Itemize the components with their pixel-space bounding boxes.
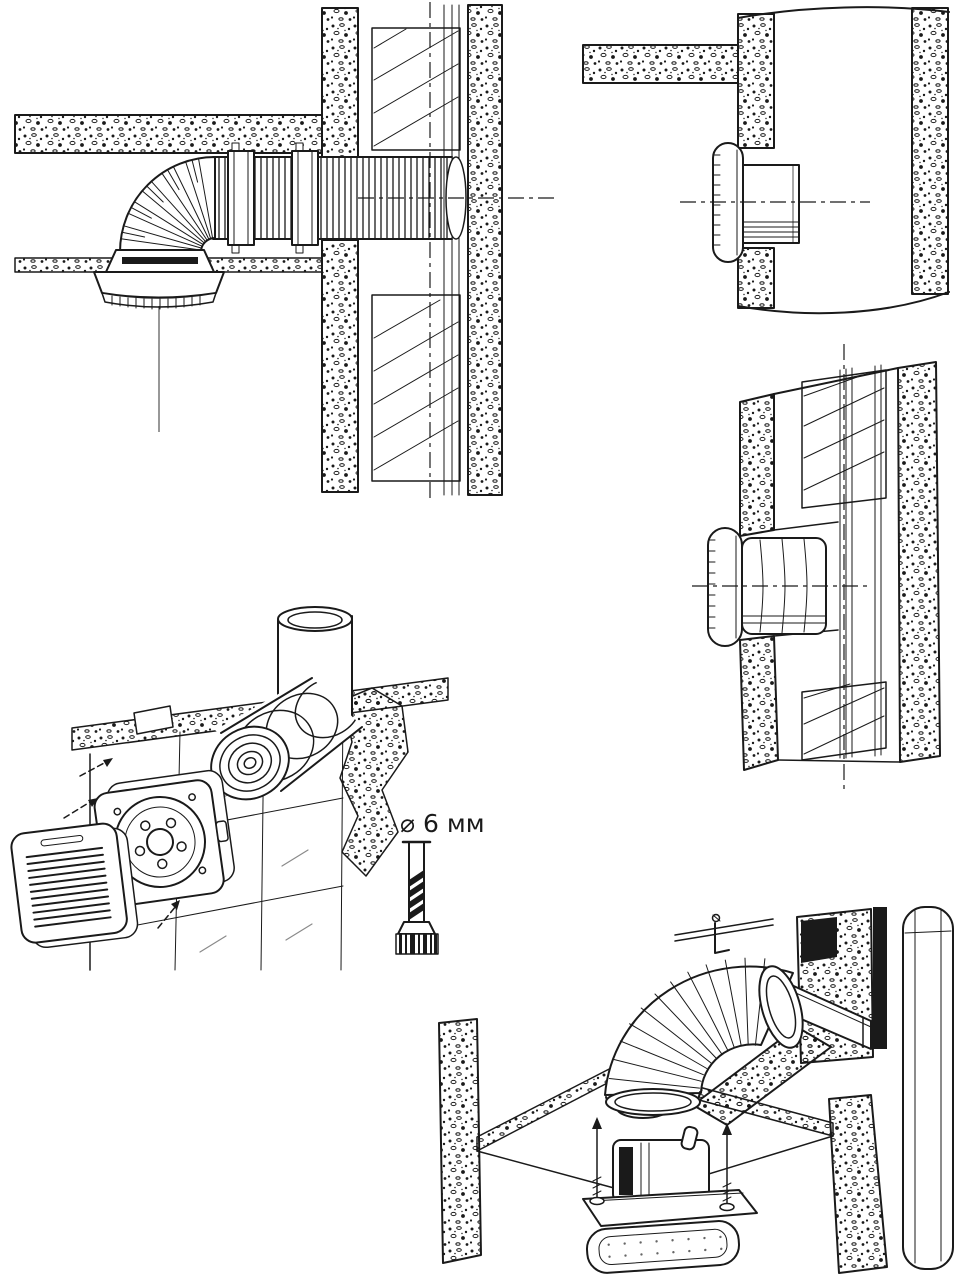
impeller-hub <box>146 828 174 856</box>
wall-fan <box>707 527 827 647</box>
shaft-bottom-edge <box>777 759 901 763</box>
wall-left <box>438 1018 482 1264</box>
wall-band-right <box>897 361 941 763</box>
flexible-duct-elbow <box>604 957 804 1116</box>
ceiling-slab <box>582 44 739 84</box>
wall-column-right <box>911 7 949 295</box>
duct-shaft-face <box>773 344 887 790</box>
bezel-grip-ticks <box>708 539 716 629</box>
grille-louvers <box>25 846 112 928</box>
duct-shaft-interior <box>371 2 461 498</box>
cable-conduit <box>680 1125 699 1151</box>
wall-fan-perspective-drawing <box>692 344 941 790</box>
figure-wall-fan-shaft-perspective <box>690 340 962 795</box>
wall-column-lower <box>321 239 359 493</box>
figure-wall-fan-section <box>575 0 962 320</box>
exploded-ceiling-install-drawing <box>438 906 954 1274</box>
ceiling-slab <box>14 114 323 154</box>
fan-front-grille <box>10 822 139 949</box>
shaft-bottom-cut-edge <box>737 291 950 315</box>
shaft-top-edge <box>773 367 899 395</box>
fan-cap <box>93 271 225 299</box>
drill-diameter-label: ⌀ 6 мм <box>400 809 485 838</box>
drill-bit-icon: ⌀ 6 мм <box>395 809 485 955</box>
fan-rim-grille <box>101 292 217 308</box>
duct-coupling-2 <box>291 142 319 254</box>
wall-fan <box>712 142 800 263</box>
wall-band-block <box>133 705 174 735</box>
duct-coupling-1 <box>227 142 255 254</box>
ceiling-fan-diffuser <box>93 249 225 432</box>
vertical-pipe <box>902 906 954 1270</box>
mounting-screw-right <box>719 1123 735 1212</box>
fan-front-bezel <box>707 527 743 647</box>
wall-band-left-lower <box>739 635 779 771</box>
bezel-grip-ticks <box>713 154 721 246</box>
wall-column-left-lower <box>737 247 775 309</box>
corrugated-wall-sleeve <box>210 676 363 801</box>
plate-screw <box>188 793 197 802</box>
elbow-corrugation-ribs <box>120 157 214 251</box>
fan-rim-ticks <box>111 295 201 310</box>
elbow-corrugation-ribs <box>608 957 766 1089</box>
ceiling-elbow-section-drawing <box>14 2 556 498</box>
wall-column-left-upper <box>737 13 775 149</box>
figure-ceiling-elbow-wall-shaft-section <box>0 0 560 500</box>
shaft-top-cut-edge <box>737 6 950 19</box>
exploded-tiled-wall-drawing: ⌀ 6 мм <box>10 606 485 971</box>
mounting-bracket <box>674 913 774 954</box>
wall-right-structure <box>692 906 954 1274</box>
shaft-panel-lower-hatched <box>371 294 461 482</box>
plate-screw <box>198 866 207 875</box>
shaft-panel-upper-hatched <box>371 27 461 151</box>
broken-plaster-patch <box>339 687 409 877</box>
grille-perforation-dots <box>607 1235 723 1258</box>
elbow-coupling-ring <box>758 965 804 1049</box>
wall-fan-section-drawing <box>582 6 950 315</box>
duct-opening-shadow <box>801 917 837 963</box>
fan-body <box>742 164 800 244</box>
ceiling-fan-unit <box>582 1125 758 1227</box>
flexible-duct-elbow <box>119 156 216 253</box>
figure-exploded-ceiling-install <box>425 895 962 1280</box>
wall-band-left-upper <box>739 393 775 537</box>
plate-screw <box>113 807 122 816</box>
mounting-screw-left <box>589 1117 605 1206</box>
wall-band-lower-right <box>828 1094 888 1274</box>
wall-column-upper <box>321 7 359 158</box>
wall-column-right <box>467 4 503 496</box>
figure-exploded-tiled-wall-install: ⌀ 6 мм <box>10 580 490 972</box>
assembly-direction-arrows <box>63 758 180 929</box>
flexible-duct-horizontal <box>212 142 467 254</box>
concrete-walls <box>14 4 503 496</box>
fan-grille-cover <box>585 1220 741 1274</box>
ceiling-cut-edge-left <box>476 1064 618 1152</box>
concrete-walls <box>739 361 941 771</box>
concrete-walls <box>582 6 950 315</box>
